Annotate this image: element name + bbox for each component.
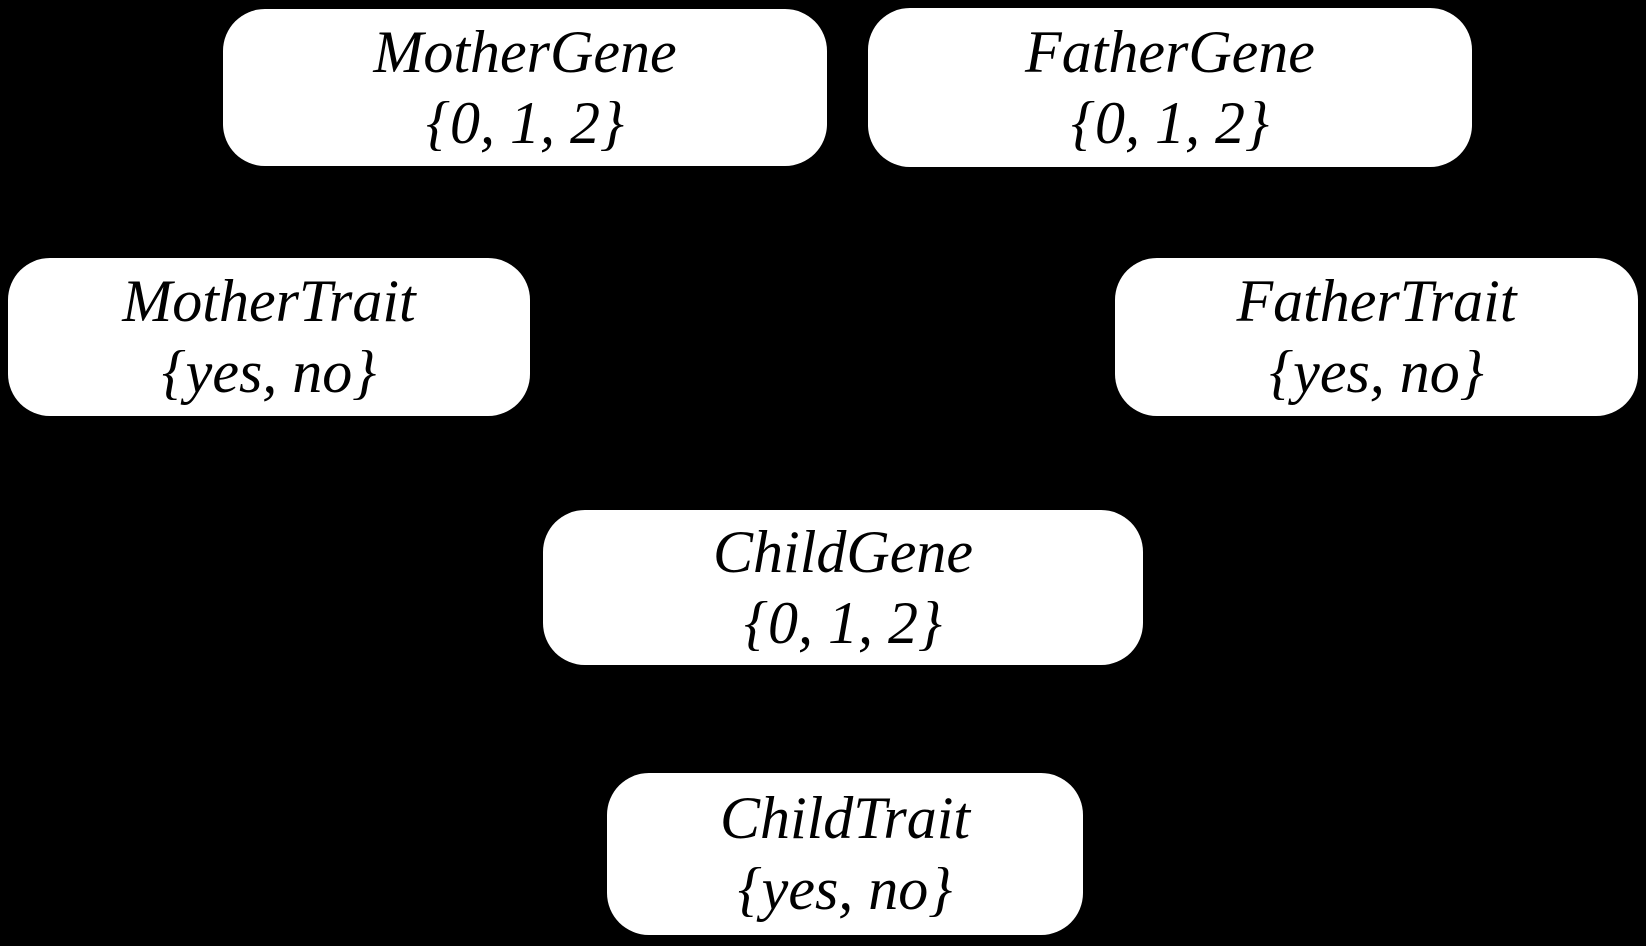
node-father-trait-label: FatherTrait [1236,268,1517,335]
node-father-trait: FatherTrait {yes, no} [1115,258,1638,416]
node-mother-gene-domain: {0, 1, 2} [426,89,624,156]
node-mother-gene: MotherGene {0, 1, 2} [223,9,827,166]
node-mother-gene-label: MotherGene [373,18,677,85]
node-child-gene-domain: {0, 1, 2} [744,589,942,656]
node-mother-trait-label: MotherTrait [122,268,416,335]
node-mother-trait: MotherTrait {yes, no} [8,258,530,416]
node-father-trait-domain: {yes, no} [1269,339,1484,405]
node-father-gene-domain: {0, 1, 2} [1071,89,1269,156]
node-child-gene-label: ChildGene [713,518,973,585]
node-father-gene-label: FatherGene [1025,18,1315,85]
node-child-gene: ChildGene {0, 1, 2} [543,510,1143,665]
node-mother-trait-domain: {yes, no} [161,339,377,405]
node-child-trait-label: ChildTrait [719,785,971,852]
node-child-trait: ChildTrait {yes, no} [607,773,1083,935]
node-child-trait-domain: {yes, no} [737,856,953,922]
node-father-gene: FatherGene {0, 1, 2} [868,8,1472,167]
